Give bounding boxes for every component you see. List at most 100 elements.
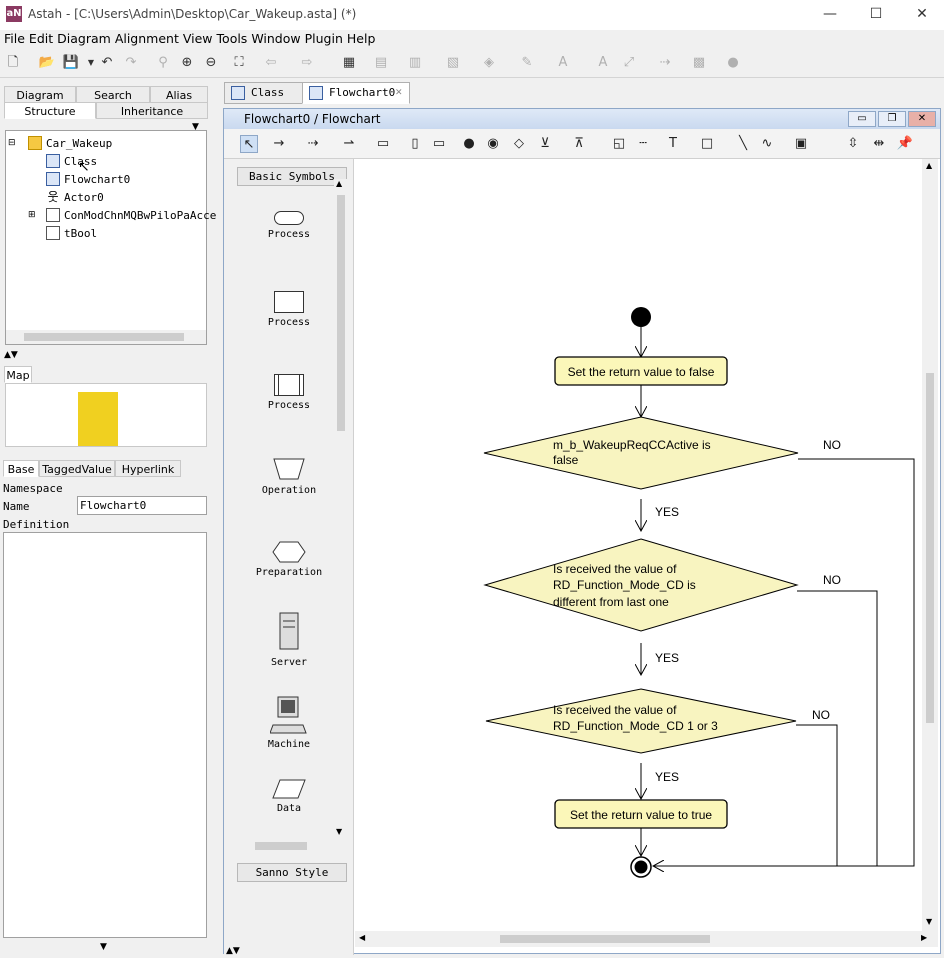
minimize-button[interactable]: — <box>823 6 837 22</box>
scroll-down-icon[interactable]: ▼ <box>336 827 343 836</box>
menu-window[interactable]: Window <box>251 31 301 46</box>
tree-horizontal-scrollbar[interactable] <box>6 330 206 344</box>
no-edge-1[interactable] <box>653 458 915 866</box>
sanno-style-button[interactable]: Sanno Style <box>237 863 347 882</box>
undo-icon[interactable]: ↶ <box>101 55 113 70</box>
tab-inheritance[interactable]: Inheritance <box>96 102 208 119</box>
redo-icon[interactable]: ↷ <box>125 55 137 70</box>
palette-process-rect[interactable]: Process <box>234 291 344 328</box>
layer-icon[interactable]: ▧ <box>446 55 460 70</box>
menu-tools[interactable]: Tools <box>216 31 248 46</box>
final-node-icon[interactable]: ◉ <box>487 136 499 151</box>
scroll-up-icon[interactable]: ▲ <box>926 161 933 170</box>
tab-search[interactable]: Search <box>76 86 150 103</box>
select-tool-icon[interactable]: ↖ <box>240 135 258 153</box>
palette-machine[interactable]: Machine <box>234 695 344 750</box>
palette-process-terminator[interactable]: Process <box>234 211 344 240</box>
map-thumbnail[interactable] <box>78 392 118 446</box>
save-icon[interactable]: 💾 <box>62 55 80 70</box>
definition-textarea[interactable] <box>3 532 207 938</box>
image-tool-icon[interactable]: ▣ <box>794 136 808 151</box>
scroll-left-icon[interactable]: ◀ <box>359 933 366 942</box>
note-anchor-icon[interactable]: ┄ <box>639 136 647 151</box>
pin-icon[interactable]: 📌 <box>896 136 914 151</box>
decision-mode-changed[interactable] <box>483 538 799 632</box>
menu-diagram[interactable]: Diagram <box>57 31 111 46</box>
palette-data[interactable]: Data <box>234 779 344 814</box>
scroll-up-icon[interactable]: ▲ <box>336 179 343 188</box>
menu-plugin[interactable]: Plugin <box>304 31 343 46</box>
canvas-horizontal-scrollbar[interactable]: ◀ ▶ <box>355 931 938 947</box>
name-field[interactable]: Flowchart0 <box>77 496 207 515</box>
collapse-icon[interactable]: ⊟ <box>8 138 16 148</box>
expand-icon[interactable]: ⊞ <box>28 210 36 220</box>
vertical-bar-icon[interactable]: ▯ <box>411 136 419 151</box>
basic-symbols-button[interactable]: Basic Symbols <box>237 167 347 186</box>
tab-alias[interactable]: Alias <box>150 86 208 103</box>
line-tool-icon[interactable]: ╲ <box>739 136 747 151</box>
note-tool-icon[interactable]: ◱ <box>612 136 626 151</box>
font-color-icon[interactable]: A <box>558 55 568 70</box>
open-folder-icon[interactable]: 📂 <box>38 55 56 70</box>
decision-wakeup-req[interactable] <box>483 416 799 490</box>
scroll-down-icon[interactable]: ▼ <box>926 917 933 926</box>
forward-icon[interactable]: ⇨ <box>301 55 313 70</box>
fit-window-icon[interactable]: ⛶ <box>234 55 244 70</box>
zoom-in-icon[interactable]: ⊕ <box>181 55 193 70</box>
line-style-icon[interactable]: ⤢ <box>623 55 635 70</box>
zoom-out-icon[interactable]: ⊖ <box>205 55 217 70</box>
shape-color-icon[interactable]: ● <box>727 55 739 70</box>
save-dropdown-icon[interactable]: ▼ <box>87 58 95 67</box>
collapse-arrow-icon[interactable]: ▼ <box>100 942 107 952</box>
map-overview[interactable] <box>5 383 207 447</box>
new-file-icon[interactable]: 🗋 <box>7 55 19 70</box>
menu-edit[interactable]: Edit <box>28 31 54 46</box>
initial-node[interactable] <box>631 307 651 327</box>
splitter-arrows-icon[interactable]: ▲▼ <box>226 946 240 956</box>
close-button[interactable]: ✕ <box>916 6 928 22</box>
back-icon[interactable]: ⇦ <box>265 55 277 70</box>
tab-hyperlink[interactable]: Hyperlink <box>115 460 181 477</box>
palette-preparation[interactable]: Preparation <box>234 541 344 578</box>
palette-horizontal-scrollbar[interactable] <box>237 839 333 853</box>
inner-restore-button[interactable]: ❐ <box>878 111 906 127</box>
dashed-arrow-icon[interactable]: ⇀ <box>343 136 355 151</box>
tab-class-diagram[interactable]: Class <box>224 82 314 104</box>
rectangle-tool-icon[interactable]: ▭ <box>432 136 446 151</box>
canvas-hscroll-thumb[interactable] <box>500 935 710 943</box>
palette-hscroll-thumb[interactable] <box>255 842 307 850</box>
scroll-right-icon[interactable]: ▶ <box>921 933 928 942</box>
canvas-vertical-scrollbar[interactable]: ▲ ▼ <box>922 159 938 931</box>
text-tool-icon[interactable]: T <box>669 136 677 151</box>
align-icon[interactable]: ▥ <box>408 55 422 70</box>
initial-node-icon[interactable]: ● <box>463 136 475 151</box>
shape-tool-icon[interactable]: □ <box>700 136 714 151</box>
dotted-arrow-icon[interactable]: ⇢ <box>307 136 319 151</box>
decision-mode-1-or-3[interactable] <box>485 688 797 754</box>
tab-flowchart0[interactable]: Flowchart0 ✕ <box>302 82 410 104</box>
palette-server[interactable]: Server <box>234 611 344 668</box>
inner-close-button[interactable]: ✕ <box>908 111 936 127</box>
tab-taggedvalue[interactable]: TaggedValue <box>39 460 115 477</box>
line-color-icon[interactable]: ✎ <box>521 55 533 70</box>
calculator-icon[interactable]: ▦ <box>342 55 356 70</box>
tab-diagram[interactable]: Diagram <box>4 86 76 103</box>
layout-icon[interactable]: ▩ <box>692 55 706 70</box>
menu-file[interactable]: File <box>4 31 25 46</box>
no-edge-3[interactable] <box>796 724 838 866</box>
spacing-vertical-icon[interactable]: ⇳ <box>847 136 859 151</box>
font-icon[interactable]: A <box>598 55 608 70</box>
tab-base[interactable]: Base <box>3 460 39 477</box>
join-tool-icon[interactable]: ⊼ <box>574 136 584 151</box>
decision-tool-icon[interactable]: ◇ <box>514 136 524 151</box>
tab-structure[interactable]: Structure <box>4 102 96 119</box>
flowchart-canvas[interactable]: Set the return value to false m_b_Wakeup… <box>355 159 922 931</box>
palette-operation[interactable]: Operation <box>234 457 344 496</box>
curve-tool-icon[interactable]: ∿ <box>761 136 773 151</box>
palette-scroll-thumb[interactable] <box>337 195 345 431</box>
tab-map[interactable]: Map <box>4 366 32 383</box>
zoom-icon[interactable]: ⚲ <box>158 55 168 70</box>
align-left-icon[interactable]: ▤ <box>374 55 388 70</box>
fill-color-icon[interactable]: ◈ <box>484 55 494 70</box>
menu-help[interactable]: Help <box>346 31 376 46</box>
